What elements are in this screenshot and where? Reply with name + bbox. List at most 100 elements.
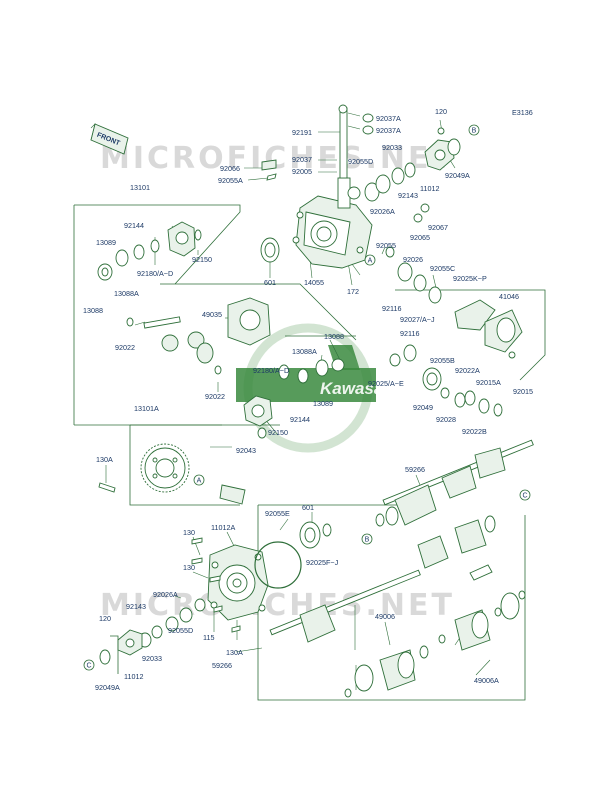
part-label: 92015A	[476, 378, 501, 387]
callout-ref-a-2: A	[193, 474, 205, 486]
part-label: 59266	[405, 465, 425, 474]
part-label: 13088	[83, 306, 103, 315]
boot-kit-49006	[344, 634, 446, 698]
svg-text:C: C	[522, 493, 527, 500]
part-label: 92191	[292, 128, 312, 137]
part-label: 92143	[126, 602, 146, 611]
part-label: 92067	[428, 223, 448, 232]
callout-ref-c-2: C	[83, 659, 95, 671]
part-label: 92144	[124, 221, 144, 230]
svg-text:C: C	[86, 663, 91, 670]
part-label: 130	[183, 528, 195, 537]
svg-text:B: B	[472, 128, 477, 135]
callout-ref-c-1: C	[519, 489, 531, 501]
differential-assembly	[97, 221, 345, 439]
part-label: 130A	[96, 455, 113, 464]
boot-kit-49006A	[454, 590, 526, 651]
part-label: 92150	[192, 255, 212, 264]
svg-text:B: B	[365, 537, 370, 544]
part-label: 92055C	[430, 264, 455, 273]
part-label: 92027/A~J	[400, 315, 435, 324]
part-label: 92037A	[376, 114, 401, 123]
part-label: 92022	[205, 392, 225, 401]
part-label: 13089	[96, 238, 116, 247]
callout-ref-b-1: B	[468, 124, 480, 136]
part-label: 49035	[202, 310, 222, 319]
part-label: 92049A	[445, 171, 470, 180]
part-label: 92026A	[370, 207, 395, 216]
part-label: 13089	[313, 399, 333, 408]
svg-text:A: A	[368, 258, 373, 265]
part-label: 92025/A~E	[368, 379, 404, 388]
part-label: 92055D	[348, 157, 373, 166]
part-label: 92037	[292, 155, 312, 164]
part-label: 92015	[513, 387, 533, 396]
part-label: 92066	[220, 164, 240, 173]
part-label: 130A	[226, 648, 243, 657]
part-label: 41046	[499, 292, 519, 301]
part-label: 49006A	[474, 676, 499, 685]
part-label: 13088A	[292, 347, 317, 356]
part-label: 59266	[212, 661, 232, 670]
part-label: 92055D	[168, 626, 193, 635]
svg-text:A: A	[197, 478, 202, 485]
part-label: 92005	[292, 167, 312, 176]
ring-gear-assembly	[98, 443, 246, 505]
part-label: 14055	[304, 278, 324, 287]
part-label: 49006	[375, 612, 395, 621]
part-label: 11012	[124, 672, 143, 681]
part-label: 601	[302, 503, 314, 512]
part-label: 92143	[398, 191, 418, 200]
part-label: 92043	[236, 446, 256, 455]
part-label: 92037A	[376, 126, 401, 135]
part-labels: 92191 92037A 92037A 92066 92037 92055A 9…	[83, 107, 533, 692]
part-label: 13101	[130, 183, 150, 192]
callout-ref-a-1: A	[364, 254, 376, 266]
part-label: 92026	[403, 255, 423, 264]
part-label: 115	[203, 633, 214, 642]
lower-small-parts	[99, 537, 241, 665]
part-label: 92065	[410, 233, 430, 242]
part-label: 92028	[436, 415, 456, 424]
part-label: 13101A	[134, 404, 159, 413]
drive-shaft-lower	[269, 515, 496, 643]
part-label: 130	[183, 563, 195, 572]
part-label: 92025K~P	[453, 274, 487, 283]
callout-ref-b-2: B	[361, 533, 373, 545]
part-label: 92116	[400, 329, 419, 338]
part-label: 120	[435, 107, 447, 116]
part-label: 92055E	[265, 509, 290, 518]
drive-shaft-upper	[375, 439, 534, 527]
bevel-gear-case	[292, 104, 373, 269]
part-label: 92033	[382, 143, 402, 152]
part-label: 92180/A~D	[253, 366, 289, 375]
front-arrow-icon: FRONT	[90, 123, 129, 155]
kawasaki-logo-text: Kawasaki	[320, 379, 399, 398]
part-label: 13088A	[114, 289, 139, 298]
part-label: 92025F~J	[306, 558, 339, 567]
part-label: 120	[99, 614, 111, 623]
part-label: 92055	[376, 241, 396, 250]
watermark-bottom: MICROFICHES.NET	[100, 588, 455, 623]
part-label: 13088	[324, 332, 344, 341]
part-label: 92033	[142, 654, 162, 663]
part-label: 92026A	[153, 590, 178, 599]
watermark-top: MICROFICHES.NET	[100, 141, 455, 176]
part-label: 92049A	[95, 683, 120, 692]
right-output-parts	[385, 246, 523, 417]
part-label: 92022	[115, 343, 135, 352]
part-label: 601	[264, 278, 276, 287]
part-label: 92144	[290, 415, 310, 424]
part-label: 92116	[382, 304, 401, 313]
part-label: 92055A	[218, 176, 243, 185]
part-label: 92055B	[430, 356, 455, 365]
upper-small-parts	[260, 113, 461, 276]
part-label: 92022A	[455, 366, 480, 375]
part-label: 11012A	[211, 523, 235, 532]
part-label: 92022B	[462, 427, 487, 436]
part-label: 11012	[420, 184, 439, 193]
lower-gear-case	[207, 521, 332, 621]
part-label: 92049	[413, 403, 433, 412]
part-label: 92180/A~D	[137, 269, 173, 278]
